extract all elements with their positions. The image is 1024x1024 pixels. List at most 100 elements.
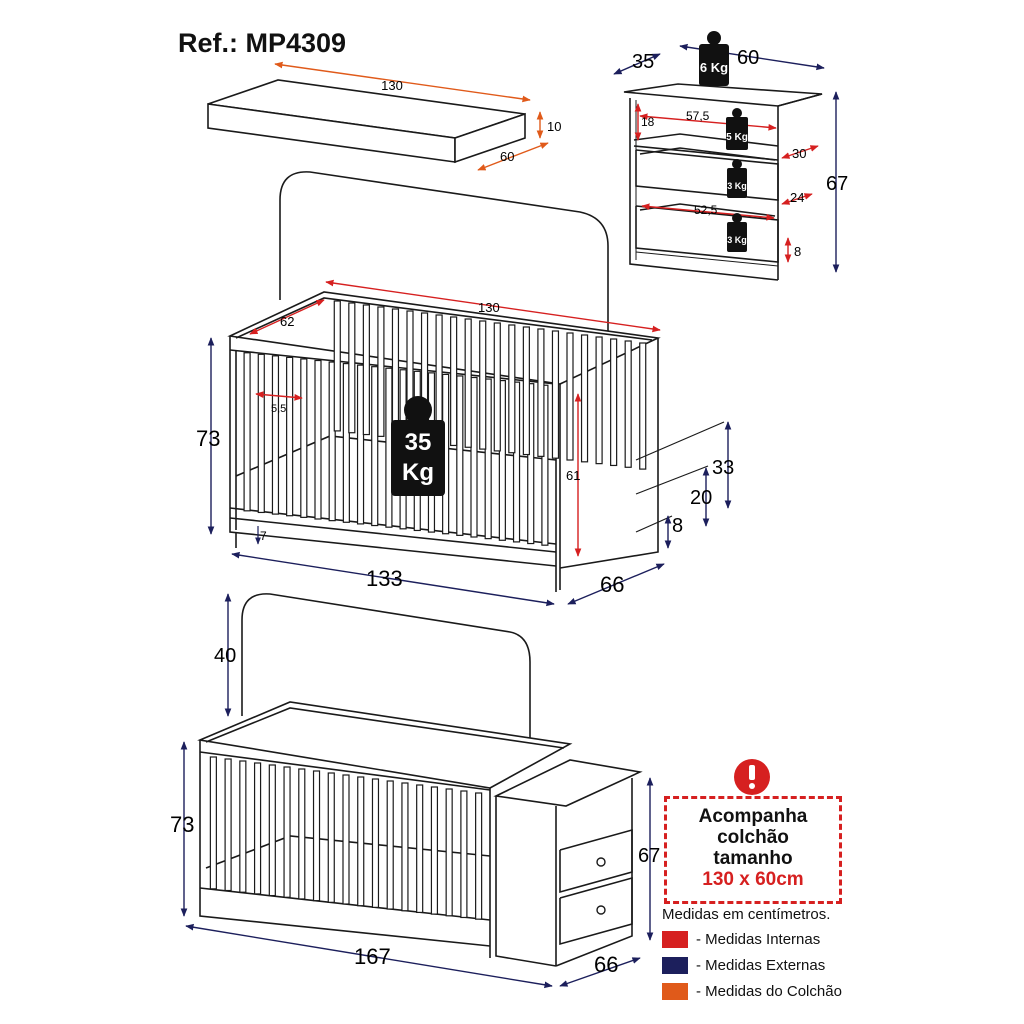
mattress-notice: Acompanha colchão tamanho 130 x 60cm <box>664 796 842 904</box>
crib-depth-label: 66 <box>600 572 624 597</box>
combo-slat <box>312 770 321 902</box>
combo-slat <box>253 762 262 895</box>
chest-inner-width-label: 57,5 <box>686 109 710 123</box>
combo-slat <box>342 774 350 905</box>
combo-slat <box>430 786 439 915</box>
crib-slat <box>286 356 294 517</box>
crib-slat <box>470 376 478 538</box>
crib-slat <box>541 384 549 546</box>
chest-width-label: 60 <box>737 47 759 69</box>
crib-back-slat <box>610 338 618 467</box>
combo-slat <box>475 792 483 920</box>
weight-icon-top: 6 Kg <box>699 31 729 86</box>
crib-slat <box>342 362 350 523</box>
crib-back-slat <box>551 330 560 459</box>
combo-drawing <box>197 593 643 967</box>
crib-back-slat <box>479 320 487 450</box>
chest-inner-width-dim <box>639 113 777 131</box>
chest-shelf-height-label: 18 <box>641 115 655 129</box>
crib-slat <box>271 355 280 515</box>
notice-line-3: tamanho <box>713 848 793 869</box>
notice-size: 130 x 60cm <box>702 869 804 890</box>
notice-line-2: colchão <box>717 827 789 848</box>
legend-swatch-external <box>662 956 688 974</box>
crib-back-slat <box>537 328 545 457</box>
mattress-height-label: 10 <box>547 119 561 134</box>
crib-slat <box>371 366 379 527</box>
crib-back-slat <box>391 308 400 439</box>
crib-back-slat <box>566 332 574 461</box>
crib-back-slat <box>377 306 385 437</box>
weight-icon-crib: 35 Kg <box>391 396 445 496</box>
crib-back-slat <box>362 304 370 436</box>
chest-drawer-height-label: 8 <box>794 244 801 259</box>
notice-line-1: Acompanha <box>698 806 808 827</box>
crib-height-label: 73 <box>196 426 220 451</box>
crib-level-high-label: 33 <box>712 457 734 479</box>
combo-length-label: 167 <box>354 944 391 969</box>
crib-slat <box>328 361 336 522</box>
combo-height-label: 73 <box>170 812 194 837</box>
legend-swatch-mattress <box>662 982 688 1000</box>
combo-slat <box>445 788 453 917</box>
crib-length-dim <box>231 551 555 607</box>
crib-slat <box>257 353 265 514</box>
chest-shelf-depth-label: 30 <box>792 146 806 161</box>
chest-shelf-depth-dim <box>781 145 819 159</box>
legend-label-external: - Medidas Externas <box>696 956 826 974</box>
crib-inner-length-label: 130 <box>478 300 500 315</box>
combo-slats <box>209 756 483 920</box>
weight-icon-drawer-2: 3 Kg <box>727 213 747 252</box>
crib-slat <box>314 359 322 520</box>
weight-icon-shelf: 5 Kg <box>726 108 748 150</box>
combo-length-dim <box>185 923 553 989</box>
crib-slat <box>498 379 506 541</box>
weight-top-label: 6 Kg <box>700 60 728 75</box>
crib-back-slat <box>348 302 356 434</box>
legend-swatch-internal <box>662 930 688 948</box>
crib-slat <box>356 364 365 525</box>
crib-slat <box>300 358 308 518</box>
chest-drawer-width-label: 52,5 <box>694 203 718 217</box>
chest-height-label: 67 <box>826 173 848 195</box>
combo-slat <box>298 768 306 900</box>
combo-slat <box>209 756 217 890</box>
legend-item-internal: - Medidas Internas <box>662 929 842 949</box>
legend-label-mattress: - Medidas do Colchão <box>696 982 842 1000</box>
crib-back-slat <box>493 322 501 452</box>
combo-depth-dim <box>559 957 641 987</box>
crib-back-slat <box>580 334 589 463</box>
crib-load-number: 35 <box>405 429 432 456</box>
combo-slat <box>416 784 424 914</box>
combo-slat <box>386 780 394 910</box>
combo-canopy-label: 40 <box>214 645 236 667</box>
weight-icon-drawer-1: 3 Kg <box>727 159 747 198</box>
weight-drawer-1-label: 3 Kg <box>727 181 747 191</box>
combo-slat <box>283 766 291 898</box>
crib-slat <box>512 381 521 543</box>
mattress-length-label: 130 <box>381 78 403 93</box>
combo-slat <box>401 782 409 912</box>
crib-base-label: 7 <box>260 529 267 543</box>
combo-knobs <box>596 857 606 915</box>
chest-depth-dim <box>613 53 661 75</box>
crib-slat <box>456 375 464 536</box>
combo-slat <box>357 776 365 907</box>
crib-length-label: 133 <box>366 566 403 591</box>
combo-depth-label: 66 <box>594 952 618 977</box>
mattress-width-label: 60 <box>500 149 514 164</box>
crib-slat-gap-dim <box>255 391 303 401</box>
crib-inner-height-label: 61 <box>566 468 580 483</box>
combo-slat <box>460 790 468 919</box>
combo-slat <box>268 764 276 897</box>
crib-back-slat <box>450 316 458 447</box>
crib-back-slat <box>508 324 516 454</box>
crib-back-slat <box>333 300 341 432</box>
legend-label-internal: - Medidas Internas <box>696 930 821 948</box>
legend: Medidas em centímetros. - Medidas Intern… <box>662 906 842 1007</box>
crib-load-unit: Kg <box>402 459 434 486</box>
chest-drawing <box>623 83 823 281</box>
crib-back-slat <box>639 342 647 470</box>
crib-slat <box>484 378 492 540</box>
